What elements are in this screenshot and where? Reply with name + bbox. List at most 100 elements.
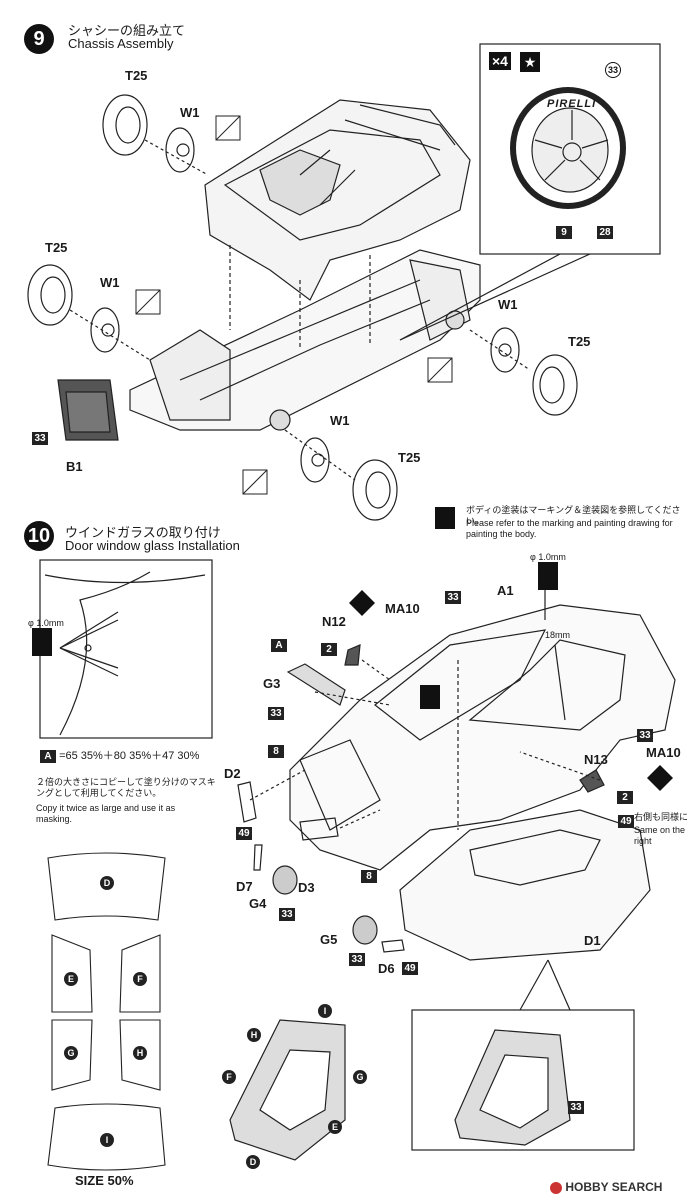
copy-note-jp: ２倍の大きさにコピーして塗り分けのマスキングとして利用してください。 (36, 778, 216, 799)
glass-detail-drawing (454, 1029, 571, 1146)
part-d2-drawing (237, 781, 257, 823)
dimension-18mm: 18mm (545, 630, 571, 640)
callout-33-side: 33 (637, 729, 653, 742)
callout-8-b: 8 (361, 870, 377, 883)
paint-symbol-icon (435, 507, 455, 529)
tire-brand: PIRELLI (547, 98, 597, 110)
label-d2: D2 (224, 766, 241, 781)
drill-size-1: φ 1.0mm (28, 618, 64, 628)
body-shell-drawing (204, 99, 471, 301)
glass-label-h: H (247, 1028, 261, 1042)
part-g5-drawing (352, 915, 378, 945)
glass-label-g: G (353, 1070, 367, 1084)
inset-tire-drawing (510, 87, 626, 209)
same-right-en: Same on the right (634, 825, 686, 846)
callout-2-b: 2 (617, 791, 633, 804)
footer-brand: HOBBY SEARCH (550, 1180, 662, 1194)
label-ma10-b: MA10 (646, 745, 681, 760)
label-w1-c: W1 (498, 297, 518, 312)
drill-symbol-icon (32, 562, 558, 709)
no-glue-icon (135, 289, 161, 315)
part-33-callout: 33 (32, 432, 48, 445)
chassis-drawing (129, 245, 481, 431)
part-d3-drawing (299, 817, 339, 841)
mask-i: I (100, 1133, 114, 1147)
mask-g: G (64, 1046, 78, 1060)
wheel-inset-box (479, 43, 661, 255)
no-glue-icon (242, 469, 268, 495)
label-n13: N13 (584, 752, 608, 767)
step-10-badge: 10 (24, 521, 54, 551)
callout-33-roof: 33 (568, 1101, 584, 1114)
glass-label-i: I (318, 1004, 332, 1018)
glass-label-d: D (246, 1155, 260, 1169)
inset-callout-33: 33 (605, 62, 621, 78)
label-d3: D3 (298, 880, 315, 895)
part-n12-drawing (344, 644, 361, 666)
label-ma10-a: MA10 (385, 601, 420, 616)
part-g4-drawing (272, 865, 298, 895)
mask-e: E (64, 972, 78, 986)
label-g3: G3 (263, 676, 281, 691)
glass-mask-drawing (229, 1019, 346, 1161)
mask-f: F (133, 972, 147, 986)
wheel-w1-d (300, 437, 330, 483)
label-a1: A1 (497, 583, 514, 598)
tire-t25-b (27, 264, 73, 326)
size-label: SIZE 50% (75, 1173, 134, 1188)
label-w1-b: W1 (100, 275, 120, 290)
callout-33-g3: 33 (268, 707, 284, 720)
glass-d1-drawing (399, 809, 651, 961)
part-d7-drawing (253, 844, 263, 871)
same-right-jp: 右側も同様に (634, 813, 687, 823)
label-d7: D7 (236, 879, 253, 894)
label-w1-d: W1 (330, 413, 350, 428)
wheel-w1-b (90, 307, 120, 353)
footer-brand-text: HOBBY SEARCH (565, 1180, 663, 1194)
paint-note-jp: ボディの塗装はマーキング＆塗装図を参照してください。 (466, 506, 681, 527)
callout-33-g4: 33 (279, 908, 295, 921)
callout-2-a: 2 (321, 643, 337, 656)
mix-formula: A =65 35%＋80 35%＋47 30% (40, 747, 199, 763)
label-t25-a: T25 (125, 68, 148, 83)
step-9-title-en: Chassis Assembly (68, 36, 174, 51)
inset-callout-9: 9 (556, 226, 572, 239)
label-d1: D1 (584, 933, 601, 948)
step-9-badge: 9 (24, 24, 54, 54)
paint-note-en: Please refer to the marking and painting… (466, 518, 673, 539)
callout-33-top: 33 (445, 591, 461, 604)
mix-formula-text: =65 35%＋80 35%＋47 30% (59, 750, 200, 762)
glass-label-f: F (222, 1070, 236, 1084)
step-10-title-jp: ウインドガラスの取り付け (65, 526, 221, 541)
brand-logo-icon (550, 1181, 562, 1194)
label-t25-b: T25 (45, 240, 68, 255)
callout-49-a: 49 (236, 827, 252, 840)
callout-a-box: A (271, 639, 287, 652)
quantity-badge: ×4 (489, 52, 511, 70)
mask-d: D (100, 876, 114, 890)
drill-inset-box (39, 559, 213, 739)
glass-label-e: E (328, 1120, 342, 1134)
label-b1: B1 (66, 459, 83, 474)
tire-t25-d (352, 459, 398, 521)
step-10-title-en: Door window glass Installation (65, 538, 240, 553)
diamond-marker-icon (349, 590, 673, 791)
detail-inset-box (411, 1009, 635, 1151)
mask-h: H (133, 1046, 147, 1060)
mix-a-badge: A (40, 750, 56, 763)
label-g4: G4 (249, 896, 267, 911)
step-10-number: 10 (27, 524, 51, 547)
star-icon: ★ (520, 52, 540, 72)
label-w1-a: W1 (180, 105, 200, 120)
part-d6-drawing (381, 939, 405, 953)
inset-callout-28: 28 (597, 226, 613, 239)
part-n13-drawing (579, 769, 605, 793)
label-t25-c: T25 (568, 334, 591, 349)
wheel-w1-a (165, 127, 195, 173)
part-g3-drawing (286, 663, 346, 706)
car-body-drawing (289, 604, 676, 871)
label-d6: D6 (378, 961, 395, 976)
callout-49-side: 49 (618, 815, 634, 828)
drill-size-2: φ 1.0mm (530, 552, 566, 562)
step-9-title-jp: シャシーの組み立て (68, 24, 186, 39)
